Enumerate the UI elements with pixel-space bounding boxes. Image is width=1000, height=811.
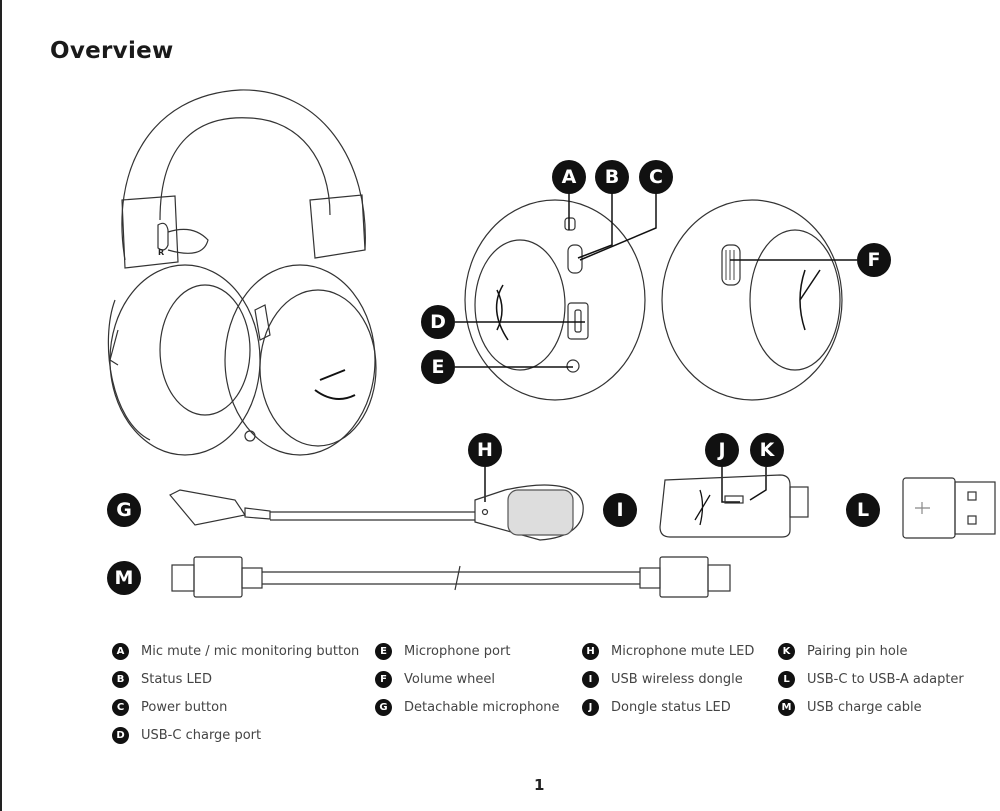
side-marking-r: R <box>158 248 165 257</box>
legend-badge: H <box>582 642 599 660</box>
legend-badge: K <box>778 642 795 660</box>
headset-diagram <box>107 89 996 598</box>
earcup-right <box>661 199 843 401</box>
legend-item-a: A Mic mute / mic monitoring button <box>112 641 359 661</box>
page-title: Overview <box>50 38 174 64</box>
page-border <box>0 0 2 811</box>
page-number: 1 <box>534 776 545 794</box>
callout-c: C <box>639 160 673 194</box>
legend-label: USB-C charge port <box>141 727 262 743</box>
earcup-left <box>464 199 646 401</box>
callout-h: H <box>468 433 502 467</box>
legend-label: Microphone mute LED <box>611 643 755 659</box>
callout-e: E <box>421 350 455 384</box>
legend-item-d: D USB-C charge port <box>112 725 261 745</box>
legend-item-g: G Detachable microphone <box>375 697 560 717</box>
legend-label: USB wireless dongle <box>611 671 743 687</box>
detachable-microphone <box>169 484 584 541</box>
legend-label: Detachable microphone <box>404 699 560 715</box>
legend-badge: L <box>778 670 795 688</box>
legend-item-h: H Microphone mute LED <box>582 641 754 661</box>
legend-label: Volume wheel <box>404 671 495 687</box>
legend-label: Microphone port <box>404 643 511 659</box>
legend-badge: B <box>112 670 129 688</box>
headset-illustration <box>107 89 377 456</box>
callout-l: L <box>846 493 880 527</box>
legend-item-j: J Dongle status LED <box>582 697 731 717</box>
legend-item-l: L USB-C to USB-A adapter <box>778 669 964 689</box>
callout-j: J <box>705 433 739 467</box>
callout-b: B <box>595 160 629 194</box>
legend-label: Status LED <box>141 671 213 687</box>
legend-item-e: E Microphone port <box>375 641 510 661</box>
legend-badge: I <box>582 670 599 688</box>
legend-badge: A <box>112 642 129 660</box>
legend-badge: D <box>112 726 129 744</box>
legend-label: Pairing pin hole <box>807 643 908 659</box>
callout-m: M <box>107 561 141 595</box>
callout-g: G <box>107 493 141 527</box>
usb-charge-cable <box>171 556 731 598</box>
legend-item-i: I USB wireless dongle <box>582 669 743 689</box>
legend-item-c: C Power button <box>112 697 227 717</box>
legend-badge: M <box>778 698 795 716</box>
callout-f: F <box>857 243 891 277</box>
legend-item-m: M USB charge cable <box>778 697 922 717</box>
legend-label: Power button <box>141 699 228 715</box>
callout-i: I <box>603 493 637 527</box>
legend-label: USB charge cable <box>807 699 922 715</box>
legend-item-b: B Status LED <box>112 669 212 689</box>
legend-badge: F <box>375 670 392 688</box>
usb-wireless-dongle <box>659 474 809 538</box>
legend-label: Dongle status LED <box>611 699 731 715</box>
usb-adapter <box>902 477 996 539</box>
legend-badge: J <box>582 698 599 716</box>
callout-d: D <box>421 305 455 339</box>
callout-a: A <box>552 160 586 194</box>
legend-badge: E <box>375 642 392 660</box>
leader-lines <box>455 193 857 503</box>
legend-badge: C <box>112 698 129 716</box>
legend-badge: G <box>375 698 392 716</box>
legend-item-k: K Pairing pin hole <box>778 641 907 661</box>
callout-k: K <box>750 433 784 467</box>
legend-label: USB-C to USB-A adapter <box>807 671 964 687</box>
legend-item-f: F Volume wheel <box>375 669 495 689</box>
legend-label: Mic mute / mic monitoring button <box>141 643 360 659</box>
